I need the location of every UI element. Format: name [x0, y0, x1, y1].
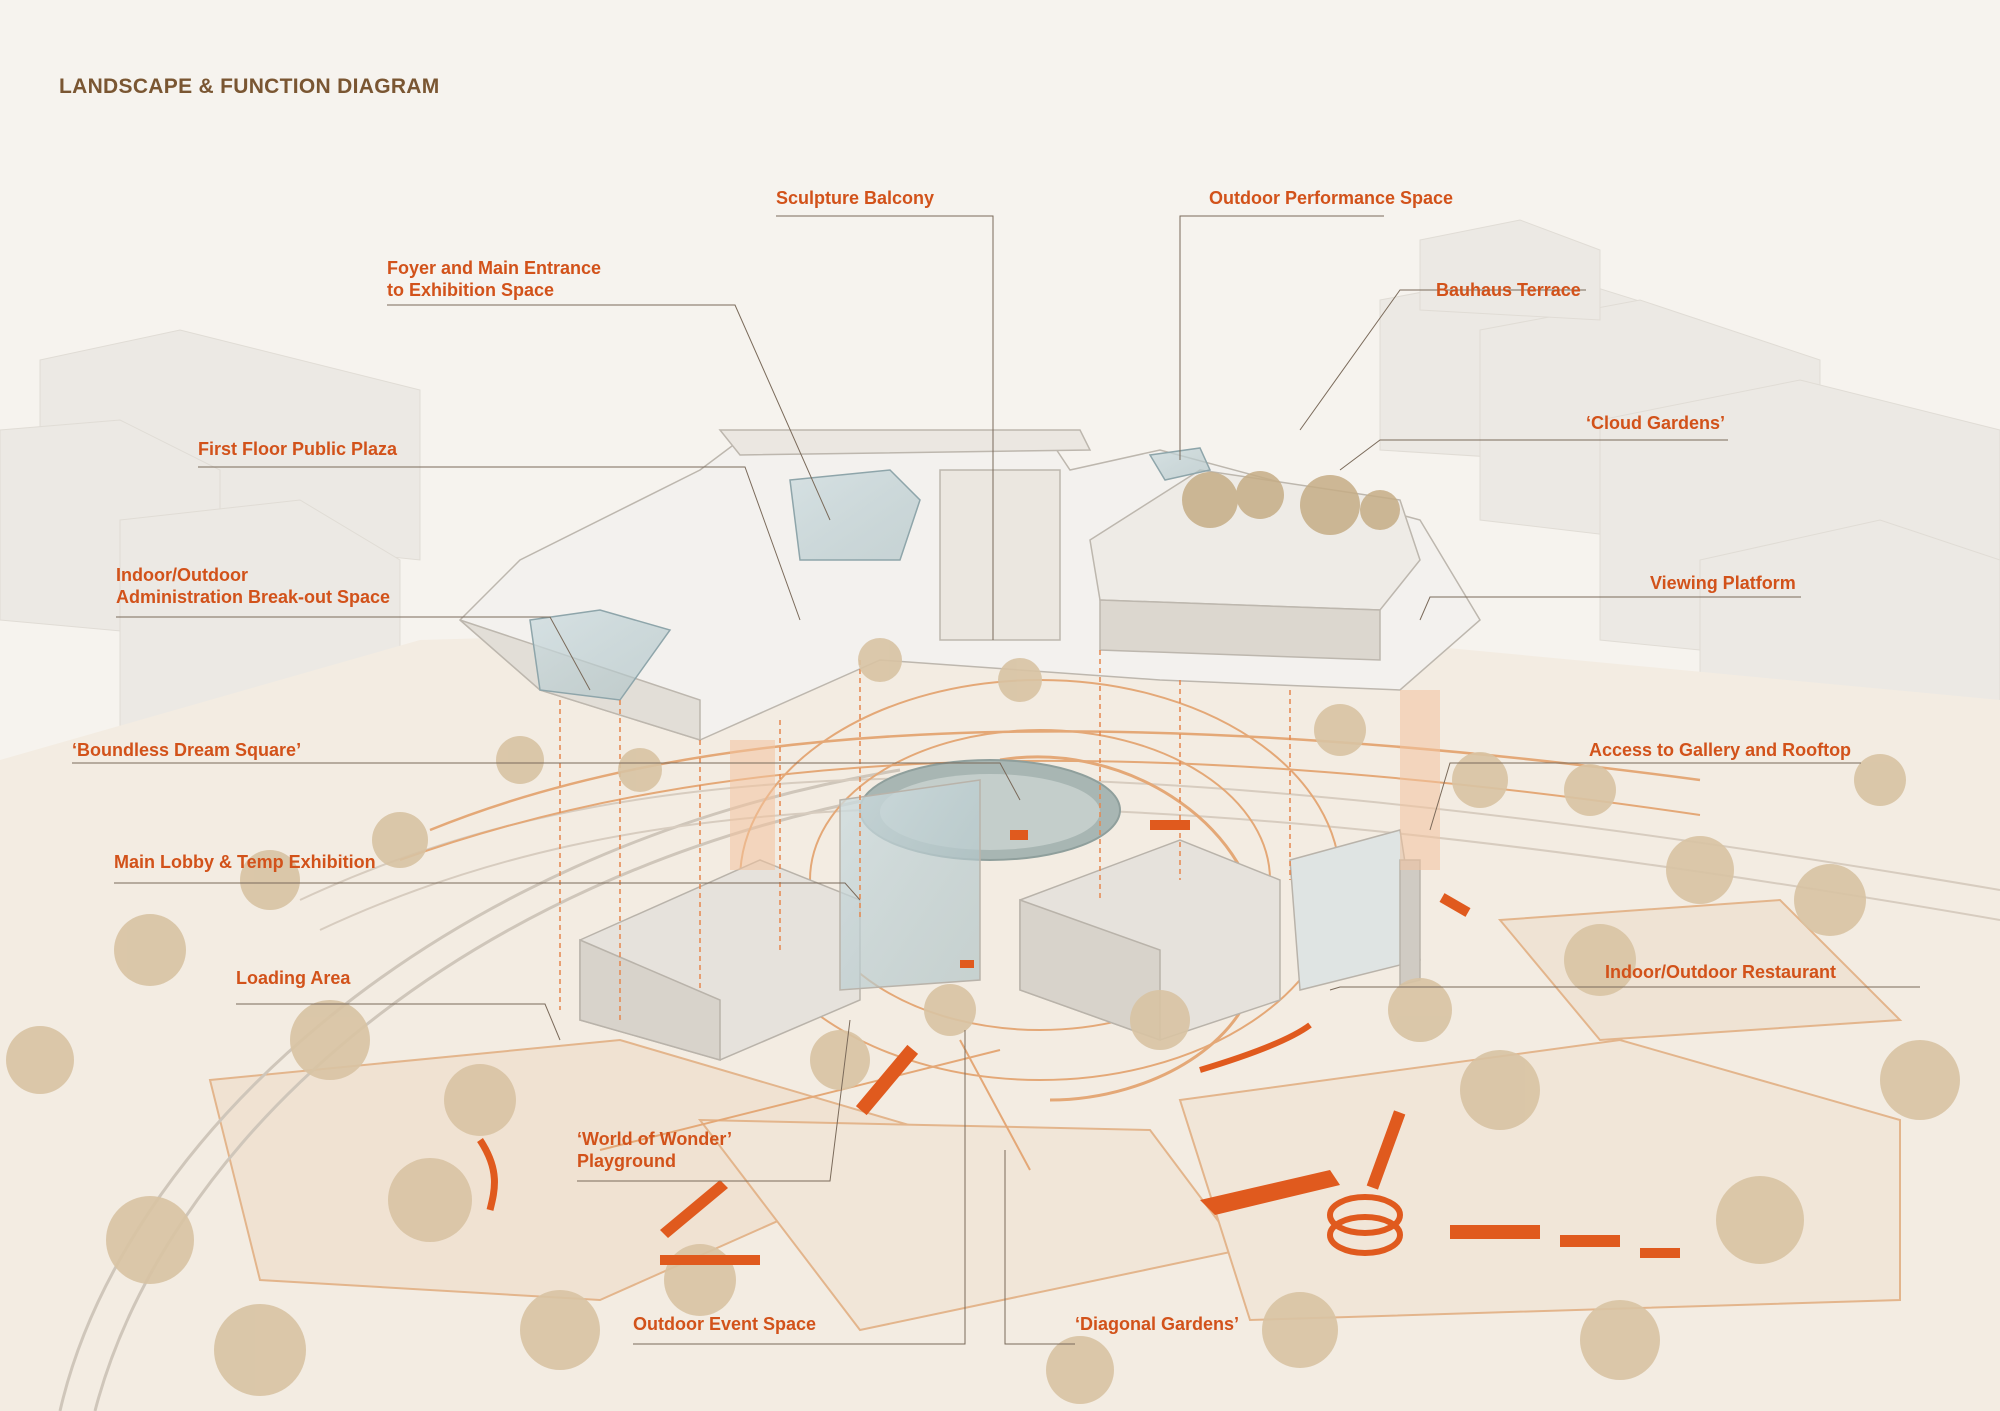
label-administration-break-out: Indoor/Outdoor Administration Break-out … — [116, 564, 390, 608]
label-first-floor-public-plaza: First Floor Public Plaza — [198, 439, 398, 459]
label-viewing-platform: Viewing Platform — [1650, 573, 1796, 593]
rooftop-garden-trees — [1182, 471, 1400, 535]
label-cloud-gardens: ‘Cloud Gardens’ — [1586, 413, 1726, 433]
vertical-dashed-connectors — [559, 650, 1291, 1020]
label-diagonal-gardens: ‘Diagonal Gardens’ — [1075, 1314, 1240, 1334]
site-trees — [6, 638, 1960, 1404]
label-world-of-wonder-playground: ‘World of Wonder’ Playground — [577, 1128, 732, 1172]
label-indoor-outdoor-restaurant: Indoor/Outdoor Restaurant — [1605, 962, 1836, 982]
label-foyer-main-entrance: Foyer and Main Entrance to Exhibition Sp… — [387, 257, 601, 301]
label-foyer-line-2: to Exhibition Space — [387, 280, 555, 300]
ground-plane — [0, 620, 2000, 1411]
label-loading-area: Loading Area — [236, 968, 351, 988]
page-title: LANDSCAPE & FUNCTION DIAGRAM — [59, 75, 440, 98]
label-wonder-line-1: ‘World of Wonder’ — [577, 1129, 732, 1149]
lower-gallery-blocks — [579, 779, 1421, 1061]
label-bauhaus-terrace: Bauhaus Terrace — [1436, 280, 1581, 300]
stair-cores — [730, 690, 1440, 870]
label-foyer-line-1: Foyer and Main Entrance — [387, 258, 602, 278]
glass-pavilions — [529, 447, 1212, 701]
label-boundless-dream-square: ‘Boundless Dream Square’ — [72, 740, 302, 760]
orange-furniture — [477, 820, 1680, 1265]
label-sculpture-balcony: Sculpture Balcony — [776, 188, 935, 208]
label-admin-line-2: Administration Break-out Space — [116, 587, 391, 607]
label-access-gallery-rooftop: Access to Gallery and Rooftop — [1589, 740, 1852, 760]
label-main-lobby-temp-exhibition: Main Lobby & Temp Exhibition — [114, 852, 376, 872]
label-leader-lines — [72, 215, 1920, 1345]
label-outdoor-event-space: Outdoor Event Space — [633, 1314, 817, 1334]
label-admin-line-1: Indoor/Outdoor — [116, 565, 248, 585]
label-wonder-line-2: Playground — [577, 1151, 677, 1171]
label-outdoor-performance-space: Outdoor Performance Space — [1209, 188, 1454, 208]
